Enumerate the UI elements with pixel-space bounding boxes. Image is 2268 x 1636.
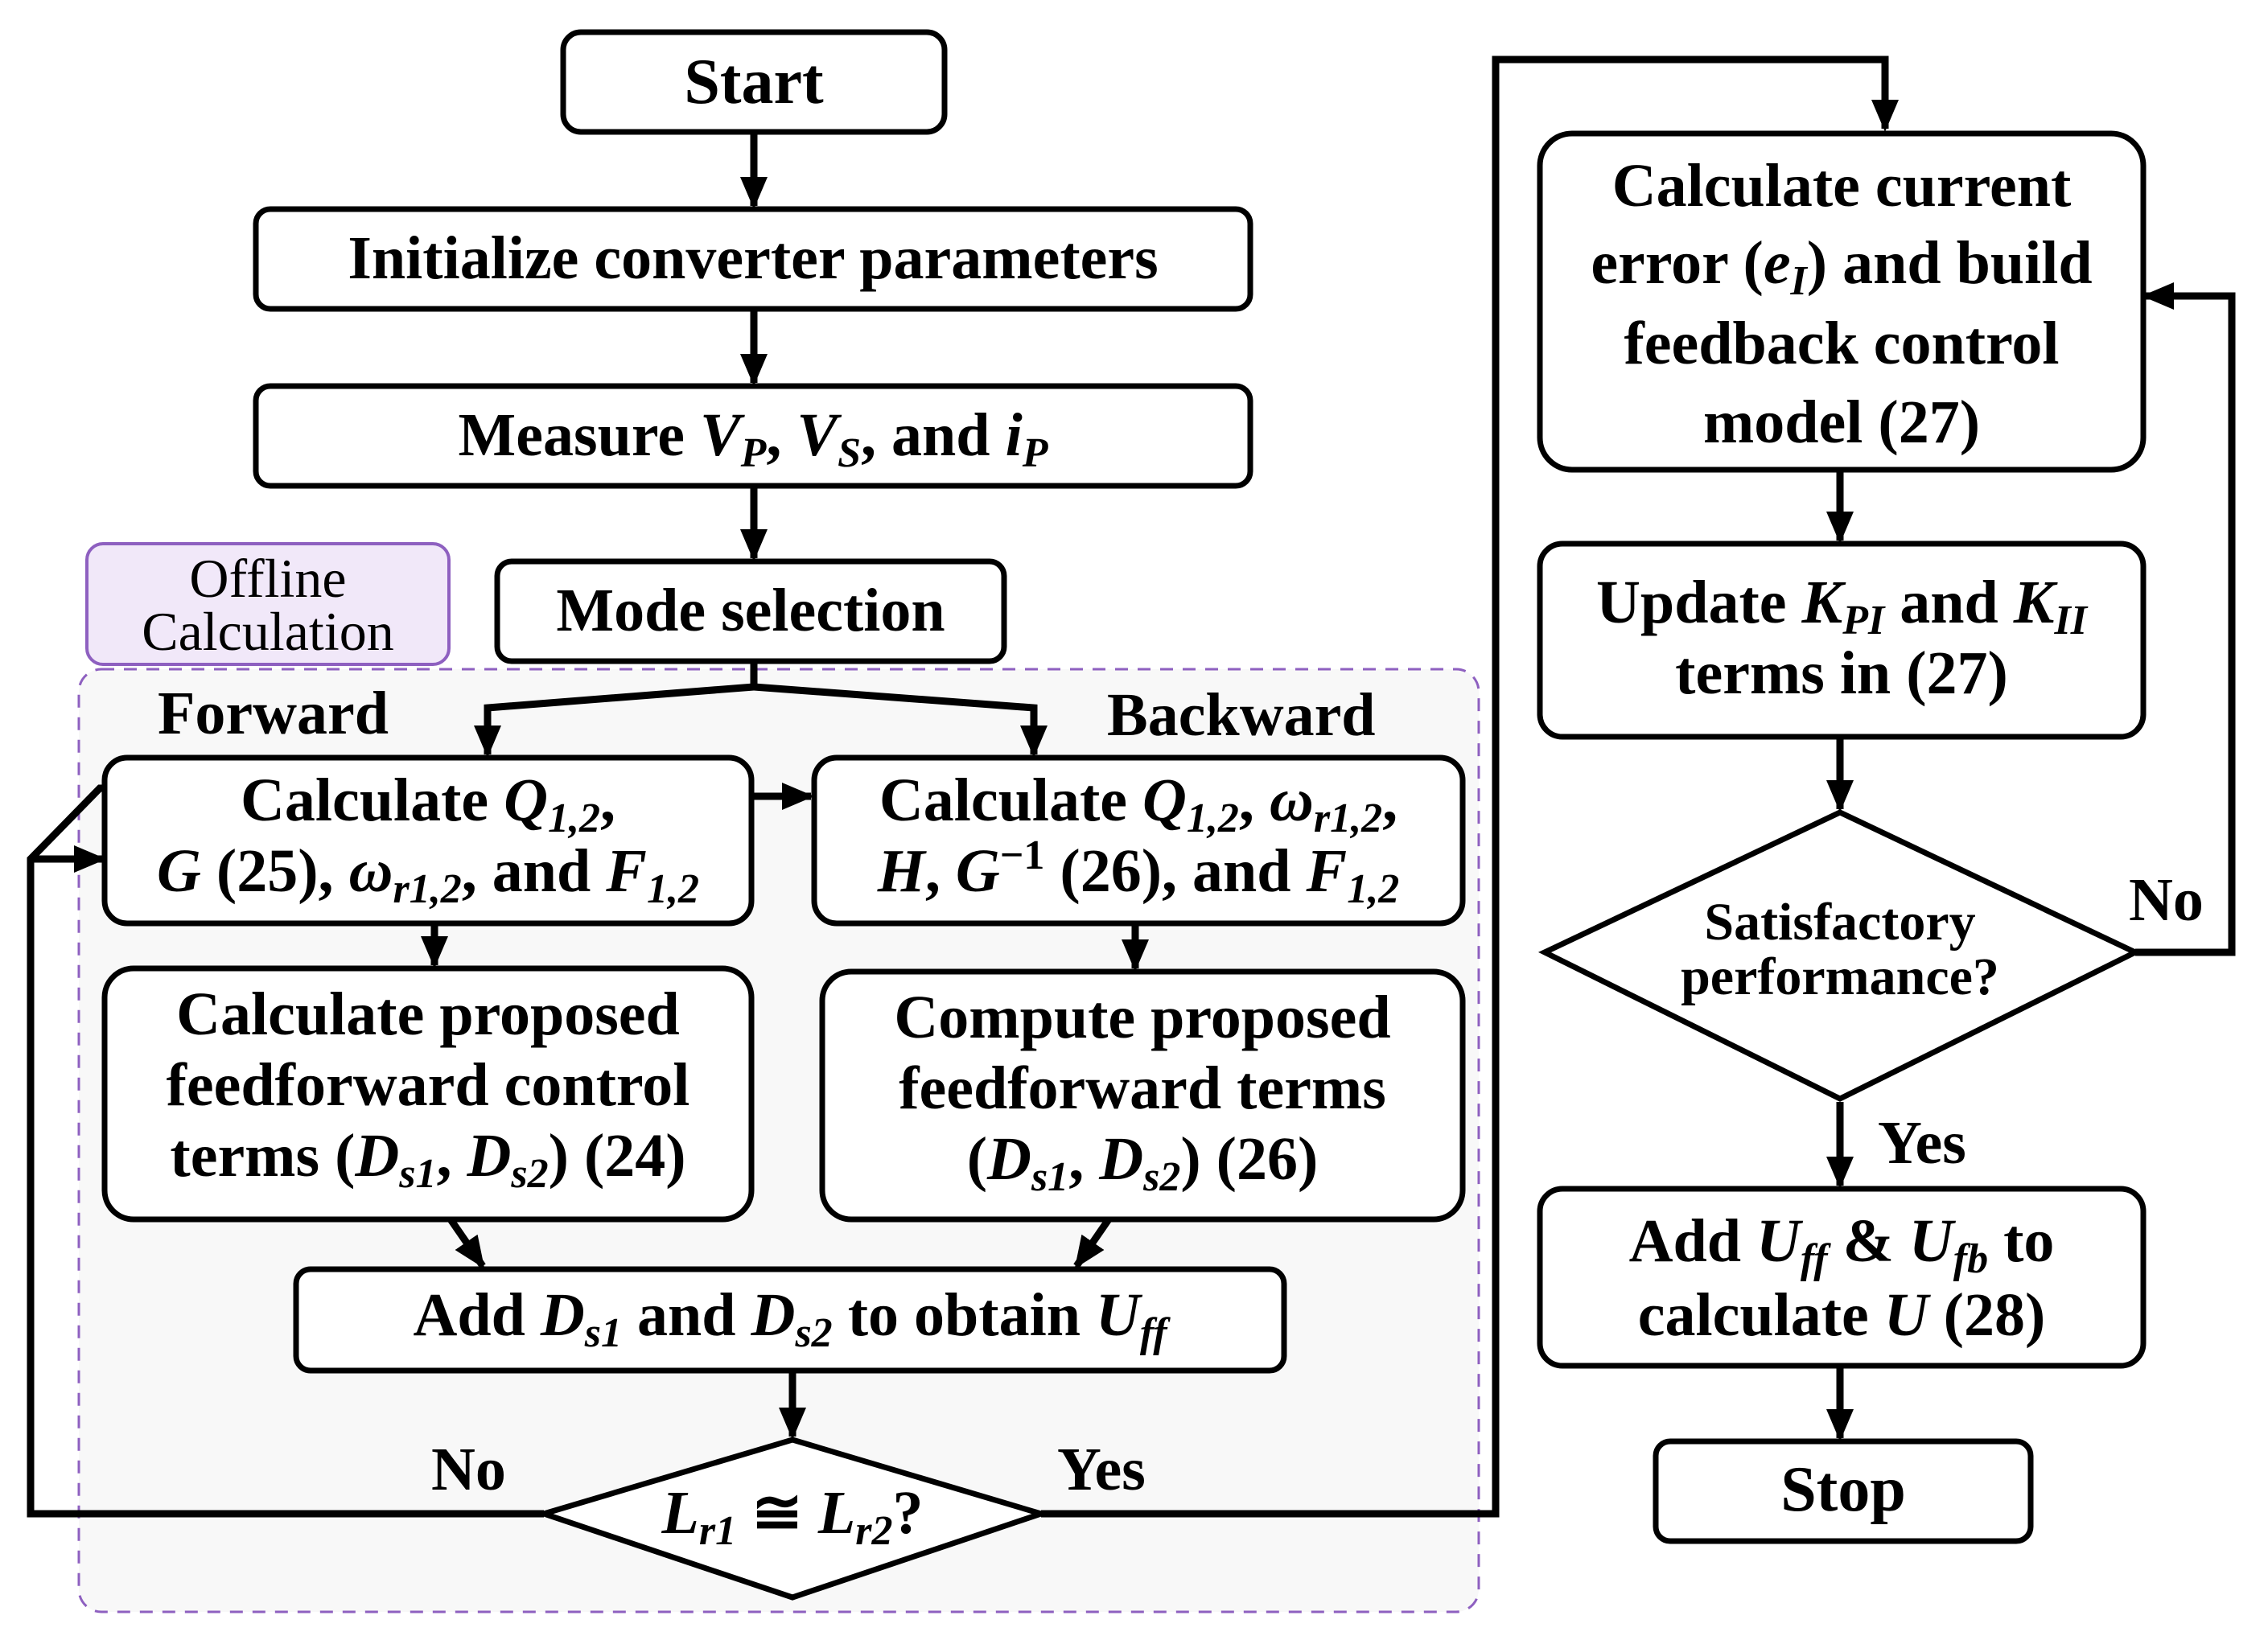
arrow-mode-forward	[474, 683, 755, 758]
backward-calculate-line2: H, G−1 (26), and F1,2	[877, 832, 1400, 912]
offline-label-line2: Calculation	[142, 601, 393, 662]
backward-proposed-line3: (Ds1, Ds2) (26)	[967, 1125, 1319, 1200]
lr-no-label: No	[431, 1436, 506, 1503]
node-add-u: Add Uff & Ufb to calculate U (28)	[1537, 1186, 2147, 1369]
node-lr-decision: Lr1 ≅ Lr2?	[534, 1437, 1051, 1601]
calculate-error-line4: model (27)	[1703, 388, 1980, 456]
node-forward-proposed: Calculate proposed feedforward control t…	[101, 965, 755, 1223]
mode-selection-label: Mode selection	[556, 577, 945, 644]
node-add-ds: Add Ds1 and Ds2 to obtain Uff	[293, 1266, 1287, 1374]
add-ds-label: Add Ds1 and Ds2 to obtain Uff	[413, 1281, 1171, 1356]
add-u-line1: Add Uff & Ufb to	[1629, 1207, 2055, 1282]
node-start: Start	[560, 29, 948, 135]
backward-calculate-line1: Calculate Q1,2, ωr1,2,	[879, 767, 1397, 841]
node-stop: Stop	[1653, 1438, 2034, 1544]
lr-decision-label: Lr1 ≅ Lr2?	[661, 1479, 923, 1554]
node-satisfactory-decision: Satisfactory performance?	[1537, 809, 2142, 1102]
node-backward-calculate: Calculate Q1,2, ωr1,2, H, G−1 (26), and …	[811, 754, 1466, 927]
satisfactory-yes-label: Yes	[1878, 1109, 1966, 1177]
offline-label-line1: Offline	[189, 548, 346, 609]
node-mode-selection: Mode selection	[494, 558, 1007, 664]
node-calculate-error: Calculate current error (eI) and build f…	[1537, 130, 2147, 473]
offline-label: Offline Calculation	[85, 542, 451, 666]
forward-calculate-line1: Calculate Q1,2,	[241, 767, 615, 841]
start-label: Start	[684, 47, 824, 117]
backward-proposed-line1: Compute proposed	[894, 984, 1390, 1051]
backward-proposed-line2: feedforward terms	[899, 1054, 1386, 1122]
node-backward-proposed: Compute proposed feedforward terms (Ds1,…	[819, 968, 1466, 1223]
calculate-error-line1: Calculate current	[1612, 152, 2072, 220]
satisfactory-no-label: No	[2129, 866, 2204, 934]
lr-yes-label: Yes	[1057, 1436, 1146, 1503]
arrow-bwd-prop-add	[1073, 1217, 1112, 1269]
forward-proposed-line1: Calculate proposed	[176, 980, 680, 1048]
measure-label: Measure VP, VS, and iP	[459, 401, 1049, 476]
satisfactory-line2: performance?	[1681, 947, 1999, 1006]
calculate-error-line3: feedback control	[1624, 310, 2059, 377]
arrow-fwd-prop-add	[447, 1217, 486, 1269]
initialize-label: Initialize converter parameters	[348, 224, 1158, 292]
calculate-error-line2: error (eI) and build	[1591, 229, 2092, 304]
node-update-k: Update KPI and KII terms in (27)	[1537, 541, 2147, 740]
forward-proposed-line3: terms (Ds1, Ds2) (24)	[170, 1122, 685, 1197]
arrow-mode-backward	[753, 683, 1048, 758]
update-k-line2: terms in (27)	[1675, 639, 2008, 707]
satisfactory-line1: Satisfactory	[1704, 893, 1975, 952]
forward-proposed-line2: feedforward control	[167, 1051, 690, 1119]
update-k-line1: Update KPI and KII	[1596, 569, 2089, 643]
arrow-satisfactory-no-loop	[2135, 282, 2236, 956]
forward-label: Forward	[158, 680, 389, 747]
node-measure: Measure VP, VS, and iP	[253, 383, 1253, 489]
backward-label: Backward	[1107, 681, 1376, 749]
stop-label: Stop	[1780, 1454, 1906, 1525]
add-u-line2: calculate U (28)	[1638, 1281, 2046, 1349]
arrow-decision-yes-to-right	[1041, 55, 1899, 1518]
node-initialize: Initialize converter parameters	[253, 206, 1253, 312]
forward-calculate-line2: G (25), ωr1,2, and F1,2	[157, 837, 699, 912]
node-forward-calculate: Calculate Q1,2, G (25), ωr1,2, and F1,2	[101, 754, 755, 927]
